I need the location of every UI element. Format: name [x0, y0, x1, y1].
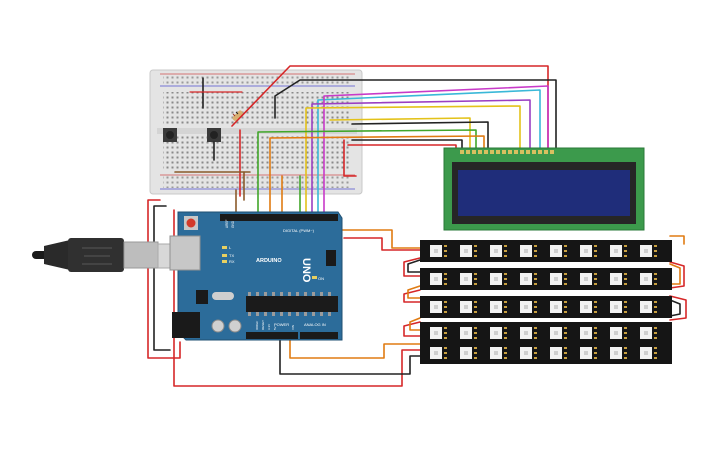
- wire-orange-neopixel-din: [339, 229, 421, 249]
- lcd-pin[interactable]: [496, 150, 500, 154]
- wire-yellow-lcd: [305, 105, 521, 223]
- gnd-label: GND: [231, 220, 235, 228]
- neopixel-strip[interactable]: [420, 240, 672, 262]
- breadboard-terminal-upper: [163, 92, 351, 126]
- lcd-pin[interactable]: [544, 150, 548, 154]
- on-label: ON: [318, 276, 324, 281]
- wire-black-top-loop: [274, 79, 557, 151]
- v5-label: 5V: [273, 326, 277, 330]
- wire-black-bottom-loop: [279, 339, 421, 375]
- arduino-model-label: UNO: [300, 258, 312, 283]
- lcd-pin[interactable]: [532, 150, 536, 154]
- wire-orange-neopixel-bottom: [289, 339, 421, 359]
- power-jack: [172, 312, 200, 338]
- wire-np-chain-red-5: [403, 321, 421, 337]
- wire-green-lcd: [257, 129, 477, 223]
- tx-label: TX: [229, 253, 234, 258]
- wire-magenta-lcd: [323, 85, 549, 223]
- on-led: [312, 276, 317, 279]
- lcd-pin[interactable]: [460, 150, 464, 154]
- arduino-uno[interactable]: UNO ARDUINO DIGITAL (PWM~) POWER ANALOG …: [169, 211, 343, 341]
- ioref-label: IOREF: [255, 321, 259, 330]
- lcd-screen: [458, 170, 630, 216]
- lcd-pin[interactable]: [538, 150, 542, 154]
- analog-label: ANALOG IN: [304, 322, 326, 327]
- vin-label: VIN: [291, 325, 295, 330]
- tx-led: [222, 254, 227, 257]
- lcd-pin[interactable]: [502, 150, 506, 154]
- neopixel-strip[interactable]: [420, 342, 672, 364]
- rx-led: [222, 260, 227, 263]
- lcd-pin[interactable]: [472, 150, 476, 154]
- digital-label: DIGITAL (PWM~): [283, 228, 315, 233]
- aref-label: AREF: [225, 219, 229, 228]
- wire-red-lcd-power: [347, 144, 457, 151]
- power-label: POWER: [274, 322, 289, 327]
- wire-np-chain-red-4: [669, 295, 687, 321]
- rx-label: RX: [229, 259, 235, 264]
- wire-np-chain-orange-5: [409, 317, 421, 331]
- wire-red-neopixel-5v: [343, 237, 421, 251]
- wire-np-chain-black-1: [407, 259, 421, 273]
- l-led: [222, 246, 227, 249]
- pushbutton-left[interactable]: [163, 128, 177, 142]
- wire-np-chain-orange-2: [669, 263, 681, 285]
- digital-header: [220, 214, 338, 221]
- analog-header: [300, 332, 338, 339]
- breadboard-terminal-lower: [163, 136, 351, 170]
- atmega-chip: [246, 296, 338, 312]
- voltage-regulator: [196, 290, 208, 304]
- arduino-brand-label: ARDUINO: [256, 258, 282, 264]
- lcd-pin[interactable]: [514, 150, 518, 154]
- wire-orange-lcd: [269, 135, 485, 223]
- wire-purple-lcd: [311, 99, 531, 223]
- wire-cyan-lcd: [317, 89, 541, 219]
- resistor[interactable]: [232, 110, 244, 122]
- wire-np-chain-orange-3: [407, 285, 421, 299]
- lcd-16x2[interactable]: [443, 147, 645, 231]
- lcd-pin[interactable]: [526, 150, 530, 154]
- l-label: L: [229, 245, 232, 250]
- capacitor-1: [211, 319, 225, 333]
- wires: [147, 65, 687, 387]
- usb-cable[interactable]: [32, 238, 181, 272]
- usb-jack: [169, 235, 201, 271]
- reset-button[interactable]: [186, 218, 196, 228]
- capacitor-2: [228, 319, 242, 333]
- wire-black-lcd-2: [351, 139, 463, 151]
- wire-black-lcd: [351, 121, 489, 151]
- neopixel-matrix[interactable]: [420, 240, 672, 364]
- lcd-pin[interactable]: [466, 150, 470, 154]
- power-header: [246, 332, 298, 339]
- v33-label: 3.3V: [267, 324, 271, 330]
- neopixel-strip[interactable]: [420, 296, 672, 318]
- reset-label: RESET: [261, 320, 265, 330]
- wire-np-end-orange: [669, 235, 685, 245]
- breadboard-bottom-rail: [163, 176, 351, 188]
- wire-np-chain-red-2: [669, 261, 685, 289]
- wire-np-chain-red-3: [403, 289, 421, 303]
- lcd-pin-header: [460, 150, 554, 154]
- wire-black-left-loop: [153, 205, 171, 351]
- neopixel-strip[interactable]: [420, 268, 672, 290]
- lcd-pin[interactable]: [508, 150, 512, 154]
- lcd-pin[interactable]: [550, 150, 554, 154]
- wire-np-chain-black-4: [669, 299, 681, 317]
- wire-red-bb-right: [343, 139, 357, 177]
- wire-red-left-loop: [147, 199, 181, 359]
- wire-yellow-lcd-2: [329, 117, 471, 151]
- icsp-header: [326, 250, 336, 266]
- pushbutton-right[interactable]: [207, 128, 221, 142]
- neopixel-strip[interactable]: [420, 322, 672, 344]
- lcd-pin[interactable]: [520, 150, 524, 154]
- crystal: [212, 292, 234, 300]
- lcd-pin[interactable]: [490, 150, 494, 154]
- lcd-pin[interactable]: [484, 150, 488, 154]
- wire-np-chain-red-1: [403, 257, 421, 277]
- breadboard-top-rail: [163, 74, 351, 86]
- lcd-pin[interactable]: [478, 150, 482, 154]
